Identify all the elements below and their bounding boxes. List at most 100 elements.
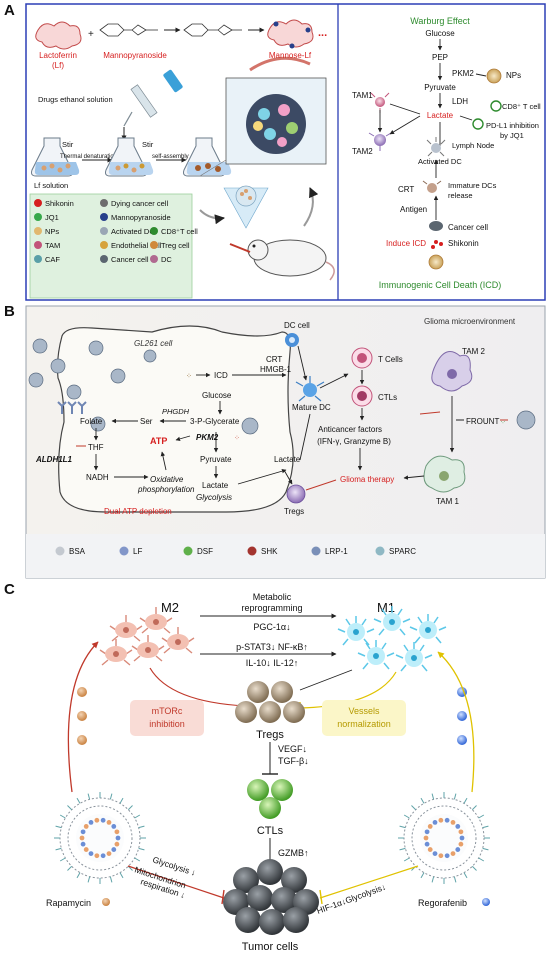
legend-a-item: Dying cancer cell [100,199,168,208]
panel-b-letter: B [4,303,15,320]
legend-a-item: Mannopyranoside [100,213,171,222]
rapamycin-c: Rapamycin [46,898,91,908]
dsf-icon [183,546,193,556]
np-inside-2 [241,417,259,435]
phosphorylation-b: phosphorylation [137,485,195,494]
legend-b-item: SHK [247,546,278,556]
liposome-left [54,792,146,884]
jq1-icon [34,213,42,221]
lrp1-receptors [57,401,87,414]
arrow-lac-out [237,468,287,485]
anticancer-b: Anticancer factors [318,425,382,434]
panel-a: A Lactoferrin (Lf) + Mannopyranoside [4,2,546,301]
dual-atp-b: Dual ATP depletion [104,507,172,516]
nanoparticle-cluster [28,338,126,432]
cd8-icon-a [490,100,502,112]
legend-a-item: TAM [34,241,60,250]
tumor-c: Tumor cells [242,941,299,953]
tam2-inhibit [419,411,441,415]
legend-a-label: JQ1 [45,213,59,222]
dc-cell-b: DC cell [284,321,310,330]
treg-cell-icon [150,241,158,249]
stir-2-label: Stir [142,140,154,149]
legend-b-label: BSA [69,547,86,556]
shikonin-icon [34,199,42,207]
mannose-lf-label: Mannose-Lf [269,51,312,60]
cd8-icon-a2 [472,118,484,130]
cancer-cell-icon [100,255,108,263]
pipette-icon [123,69,183,127]
mouse-icon [247,239,335,281]
ctls-c: CTLs [257,825,284,837]
lactoferrin-blob [35,21,82,50]
thermal-label: Thermal denaturation [60,154,117,160]
syringe-needle [229,243,251,253]
legend-a-label: TAM [45,241,60,250]
legend-a-item: JQ1 [34,213,59,222]
tregs-cluster [235,681,305,723]
rapamycin-legend-dot [102,898,110,906]
caf-icon [34,255,42,263]
inhibit-regorafenib-bar [319,889,323,905]
crt-b: CRT [266,355,282,364]
panel-b: B GL261 cell Glioma microenvironment ⁘ I… [4,303,546,579]
rapamycin-dots [77,687,87,745]
legend-a-label: Endothelial cell [111,241,162,250]
legend-a-label: CAF [45,255,60,264]
mannopyranoside-structure [99,23,158,37]
cd8-a: CD8⁺ T cell [502,102,541,111]
inhibit-tregs [305,479,337,491]
regorafenib-dots [457,687,467,745]
ldh-a: LDH [452,97,468,106]
tam1-b: TAM 1 [436,497,460,506]
flask-1-icon [31,137,80,177]
icd-b: ICD [214,371,228,380]
lrp1-icon [311,546,321,556]
glycolysis-b: Glycolysis [196,493,232,502]
pkm2-b: PKM2 [196,433,219,442]
dc-cell-icon [285,333,299,347]
m1-macrophages [337,606,447,672]
vessels-box [322,700,406,736]
nanoparticle-zoom [225,77,327,165]
arrow-mature-t [319,373,349,389]
oxidative-b: Oxidative [150,475,184,484]
glucose-a: Glucose [425,29,455,38]
panel-a-letter: A [4,2,15,19]
np-release-2: ⁘ [234,435,240,442]
inhibit-pkm2 [475,73,487,77]
glucose-b: Glucose [202,391,232,400]
dsf-shk-release: ⁘ [186,373,192,380]
arrow-lac-tregs [283,469,293,485]
immature-dc-icon [422,180,442,193]
legend-a-label: Dying cancer cell [111,199,168,208]
legend-a-label: NPs [45,227,59,236]
legend-a-label: Activated DC [111,227,155,236]
tregs-b: Tregs [284,507,304,516]
glioma-therapy-b: Glioma therapy [340,475,394,484]
t-cells-icon [351,347,373,369]
legend-a-item: Cancer cell [100,255,149,264]
folate-b: Folate [80,417,103,426]
tam2-b: TAM 2 [462,347,486,356]
immature-a: Immature DCs [448,181,497,190]
tam2-a: TAM2 [352,147,373,156]
hif-c: HIF-1α↓Glycolysis↓ [315,882,387,916]
induce-icd-a: Induce ICD [386,239,426,248]
ser-b: Ser [140,417,153,426]
legend-a-item: CAF [34,255,60,264]
legend-b-item: LRP-1 [311,546,348,556]
arrow-rapamycin-m2 [67,641,99,793]
legend-a-item: Treg cell [150,241,190,250]
lf-icon [119,546,129,556]
inhibit-mature-dc [299,413,311,461]
aldh-b: ALDH1L1 [35,455,73,464]
lactoferrin-label: Lactoferrin [39,51,77,60]
activated-dc-icon [100,227,108,235]
glioma-env-label: Glioma microenvironment [424,317,516,326]
blood-vessel [249,56,311,72]
legend-a-label: Mannopyranoside [111,213,171,222]
np-icon-a [486,68,502,84]
